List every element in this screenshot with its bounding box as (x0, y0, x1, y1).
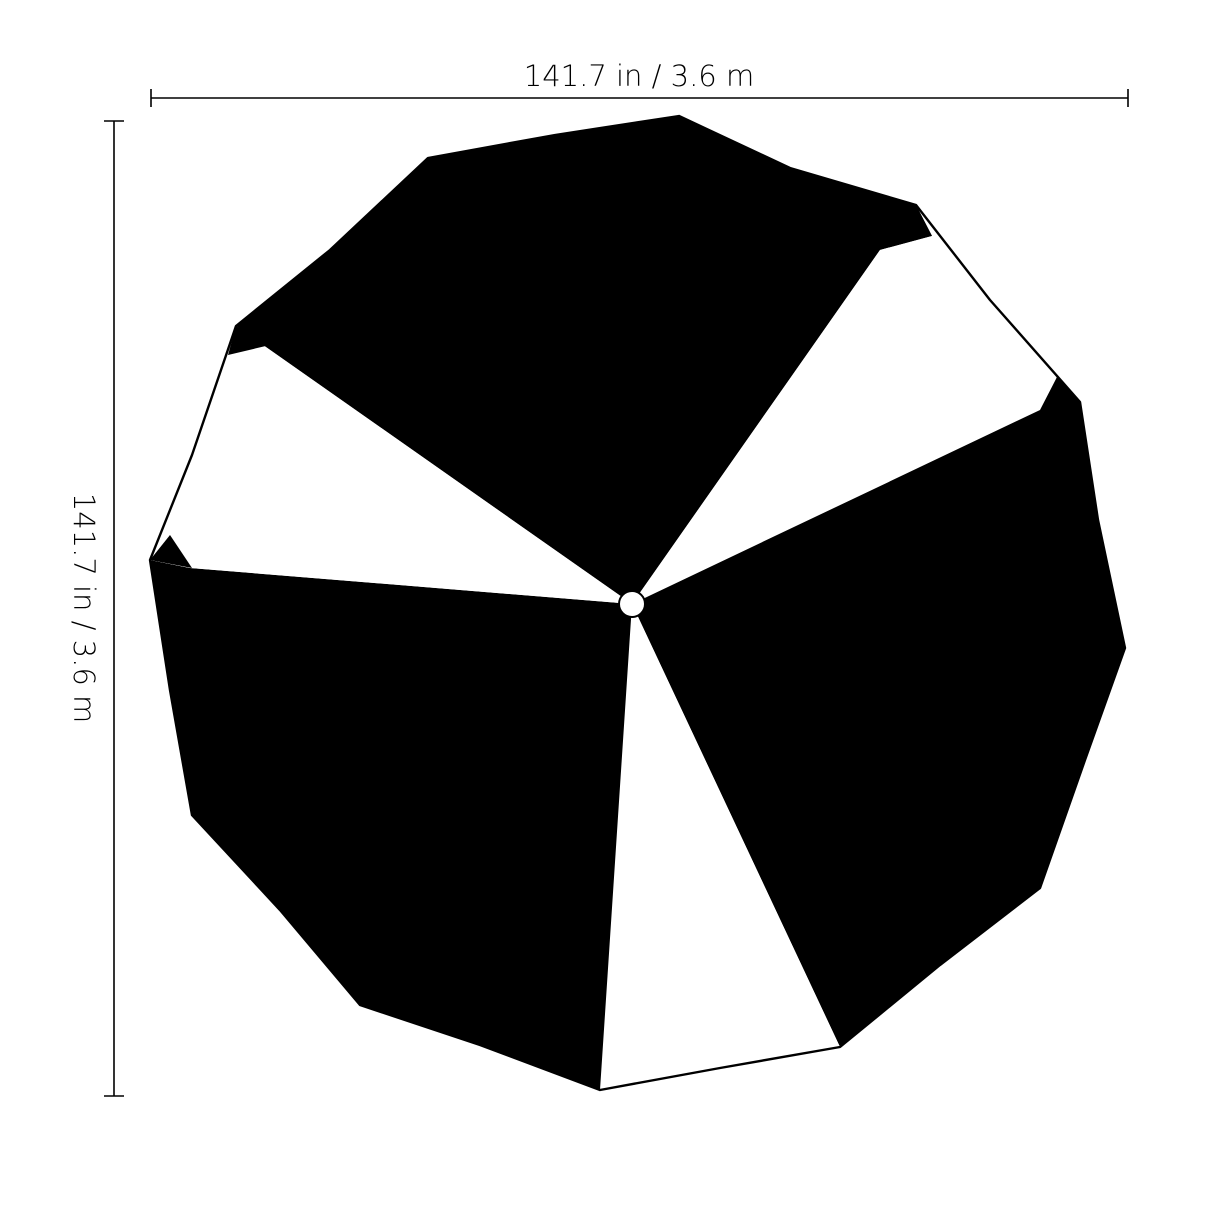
canopy-panel-2 (632, 236, 1057, 604)
height-dimension: 141.7 in / 3.6 m (67, 120, 124, 1097)
canopy-panel-6 (150, 326, 632, 604)
canopy-outline (148, 114, 1127, 1092)
width-dimension-label: 141.7 in / 3.6 m (524, 59, 754, 93)
canopy-edge-accent-upper-left (228, 326, 270, 355)
canopy-center-hub (618, 590, 646, 618)
umbrella-canopy (148, 114, 1127, 1092)
width-dimension: 141.7 in / 3.6 m (150, 59, 1129, 107)
canopy-panel-1 (236, 116, 932, 604)
canopy-panel-4 (600, 604, 840, 1090)
canopy-panel-3 (632, 377, 1125, 1047)
canopy-panel-5 (150, 560, 632, 1090)
canopy-edge-accent-upper-right (896, 205, 932, 238)
canopy-edge-accent-right (1042, 377, 1080, 414)
height-dimension-label: 141.7 in / 3.6 m (67, 493, 101, 723)
canopy-edge-accent-left (150, 535, 192, 568)
